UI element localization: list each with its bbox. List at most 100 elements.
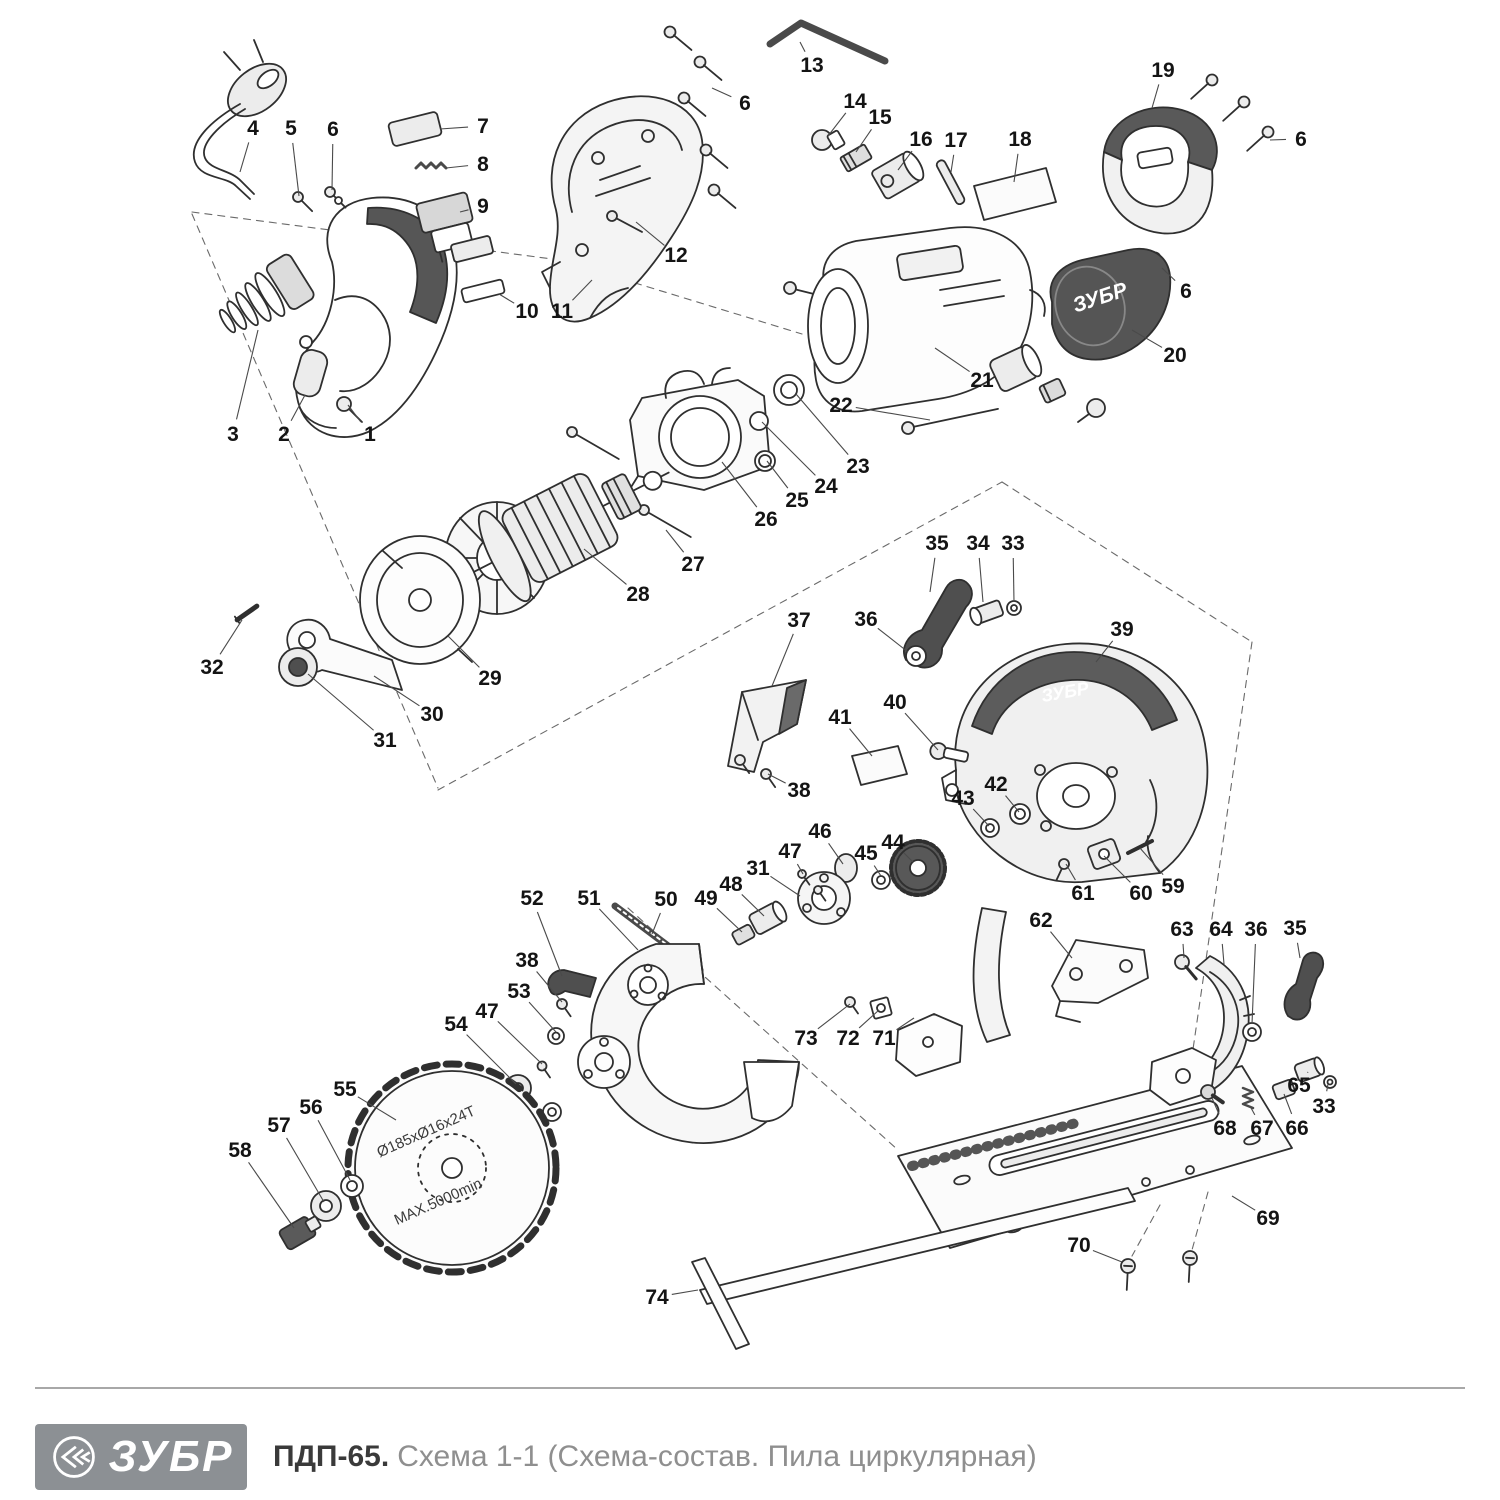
- part-number-label: 41: [828, 706, 852, 729]
- base-plate-art: [897, 1065, 1293, 1249]
- part-number-label: 65: [1287, 1074, 1311, 1097]
- small-parts-59-61-art: [1055, 838, 1154, 882]
- lever30-art: [233, 603, 403, 691]
- part-number-label: 52: [520, 887, 543, 910]
- part-number-label: 28: [626, 583, 650, 606]
- callout-leader-line: [877, 627, 909, 653]
- part-number-label: 10: [515, 300, 538, 323]
- handle-shell-art: [541, 95, 704, 323]
- callout-leader-line: [248, 1162, 295, 1229]
- part-number-label: 31: [746, 857, 770, 880]
- part-number-label: 22: [829, 394, 852, 417]
- callout-leader-line: [536, 911, 563, 977]
- callout-leader-line: [651, 912, 661, 935]
- callout-leader-line: [1050, 931, 1073, 959]
- callout-leader-line: [1012, 557, 1015, 603]
- screws-70-art: [1120, 1250, 1198, 1291]
- part-number-label: 15: [868, 106, 892, 129]
- callout-leader-line: [770, 875, 801, 897]
- part-number-label: 44: [881, 831, 905, 854]
- callout-leader-line: [1283, 1093, 1293, 1115]
- callout-leader-line: [766, 460, 789, 489]
- callout-leader-line: [286, 1137, 325, 1203]
- callout-leader-line: [439, 126, 469, 130]
- callout-leader-line: [307, 673, 374, 731]
- part-number-label: 63: [1170, 918, 1193, 941]
- part-number-label: 48: [719, 873, 743, 896]
- part-number-label: 26: [754, 508, 777, 531]
- part-number-label: 12: [664, 244, 687, 267]
- part-number-label: 39: [1110, 618, 1133, 641]
- callout-leader-line: [373, 675, 420, 707]
- part-number-label: 25: [785, 489, 809, 512]
- part-number-label: 54: [444, 1013, 468, 1036]
- part-number-label: 18: [1008, 128, 1032, 151]
- callout-leader-line: [721, 461, 758, 508]
- screws-27-art: [566, 426, 692, 538]
- part-number-label: 66: [1285, 1117, 1308, 1140]
- footer: ЗУБР ПДП-65.Схема 1-1 (Схема-состав. Пил…: [35, 1422, 1465, 1492]
- part-number-label: 46: [808, 820, 831, 843]
- callout-leader-line: [235, 329, 259, 420]
- part-number-label: 49: [694, 887, 717, 910]
- part-number-label: 16: [909, 128, 932, 151]
- part-number-label: 45: [854, 842, 878, 865]
- callout-leader-line: [1211, 1097, 1220, 1115]
- callout-leader-line: [761, 421, 816, 476]
- callout-leader-line: [331, 143, 334, 191]
- part-number-label: 36: [854, 608, 877, 631]
- part-number-label: 57: [267, 1114, 290, 1137]
- callout-leader-line: [1221, 943, 1225, 965]
- callout-leader-line: [1151, 84, 1160, 109]
- callout-leader-line: [347, 404, 362, 423]
- stator-art: [627, 367, 805, 493]
- part-number-label: 30: [420, 703, 443, 726]
- diagram-caption: ПДП-65.Схема 1-1 (Схема-состав. Пила цир…: [273, 1440, 1037, 1474]
- callout-leader-line: [855, 406, 931, 421]
- part-number-label: 5: [285, 117, 297, 140]
- callout-leader-line: [873, 865, 882, 877]
- callout-leader-line: [292, 142, 300, 197]
- callout-leader-line: [950, 154, 955, 173]
- riser-art: [844, 907, 1011, 1077]
- model-number: ПДП-65.: [273, 1440, 390, 1473]
- callout-leader-line: [445, 165, 469, 169]
- callout-leader-line: [855, 129, 872, 153]
- part-number-label: 35: [925, 532, 949, 555]
- part-number-label: 69: [1256, 1207, 1279, 1230]
- spindle-lock-art: [851, 742, 1031, 838]
- callout-leader-line: [795, 393, 849, 455]
- armature-art: [453, 470, 670, 603]
- allen-key-art: [766, 19, 889, 65]
- cord-guard-art: [218, 253, 315, 334]
- part-number-label: 60: [1129, 882, 1152, 905]
- callout-leader-line: [896, 1017, 915, 1031]
- callout-leader-line: [796, 863, 804, 875]
- callout-leader-line: [219, 619, 243, 655]
- part-number-label: 72: [836, 1027, 859, 1050]
- lever35-art: [903, 578, 1022, 669]
- depth-assembly-art: [1051, 939, 1337, 1110]
- part-number-label: 6: [1295, 128, 1307, 151]
- part-number-label: 8: [477, 153, 489, 176]
- part-number-label: 37: [787, 609, 810, 632]
- callout-leader-line: [978, 557, 984, 603]
- callout-leader-line: [635, 221, 665, 246]
- callout-leader-line: [466, 1034, 517, 1085]
- callout-leader-line: [665, 529, 685, 553]
- callout-leader-line: [1065, 863, 1076, 881]
- part-number-label: 73: [794, 1027, 817, 1050]
- part-number-label: 14: [843, 90, 867, 113]
- callout-leader-line: [459, 209, 469, 213]
- callout-leader-line: [828, 842, 844, 865]
- callout-leader-line: [771, 633, 794, 687]
- gear-train-art: [611, 839, 947, 974]
- callout-leader-line: [1013, 153, 1019, 183]
- cover19-art: [1102, 106, 1218, 235]
- callout-leader-line: [1092, 1250, 1123, 1263]
- callout-leader-line: [711, 87, 732, 98]
- zubr-logo: ЗУБР: [35, 1424, 247, 1490]
- callout-leader-line: [447, 635, 480, 668]
- callout-leader-line: [498, 293, 515, 304]
